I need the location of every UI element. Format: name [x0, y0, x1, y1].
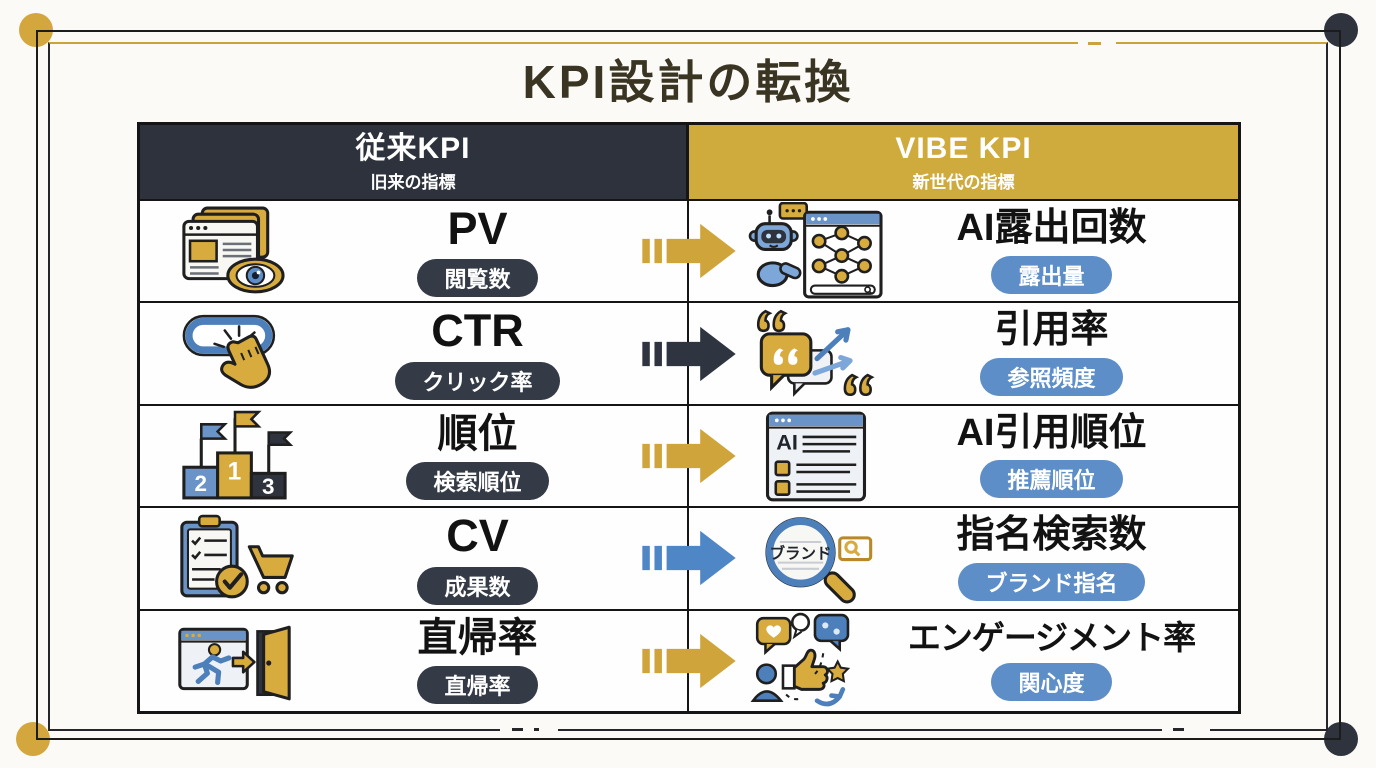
kpi-badge: 成果数	[417, 566, 538, 605]
table-row: CTR クリック率	[140, 301, 1238, 404]
robot-browser-icon	[741, 202, 891, 300]
kpi-cell-vibe: ブランド 指名検索数 ブランド指名	[689, 508, 1238, 608]
engagement-icon	[741, 612, 891, 710]
kpi-badge: 閲覧数	[417, 259, 538, 298]
header-subtitle: 旧来の指標	[370, 172, 456, 192]
kpi-badge: 直帰率	[417, 666, 538, 705]
pages-eye-icon	[160, 205, 310, 297]
transform-arrow-icon	[641, 428, 737, 484]
svg-text:ブランド: ブランド	[770, 544, 832, 563]
kpi-label: 直帰率	[417, 616, 538, 661]
kpi-label: エンゲージメント率	[907, 619, 1196, 656]
frame-line-dash	[1173, 728, 1184, 731]
table-row: CV 成果数 ブランド 指名検索数	[140, 506, 1238, 609]
kpi-cell-old: CTR クリック率	[140, 303, 689, 404]
header-subtitle: 新世代の指標	[912, 172, 1015, 192]
inner-frame-border	[48, 42, 1328, 731]
table-row: 直帰率 直帰率	[140, 608, 1238, 712]
table-row: 2 1 3 順位 検索順位 AI	[140, 403, 1238, 507]
kpi-cell-vibe: エンゲージメント率 関心度	[689, 611, 1238, 711]
kpi-label: CTR	[431, 305, 524, 357]
kpi-label: 引用率	[994, 309, 1109, 352]
podium-icon: 2 1 3	[160, 410, 310, 502]
kpi-cell-old: 直帰率 直帰率	[140, 610, 689, 712]
kpi-label: CV	[446, 510, 509, 562]
transform-arrow-icon	[641, 633, 737, 689]
brand-search-icon: ブランド	[741, 509, 891, 607]
svg-text:1: 1	[228, 459, 242, 486]
header-vibe-kpi: VIBE KPI 新世代の指標	[689, 125, 1238, 199]
kpi-label: 順位	[437, 411, 518, 456]
frame-line-dash	[512, 728, 523, 731]
kpi-cell-old: 2 1 3 順位 検索順位	[140, 405, 689, 507]
ai-list-icon: AI	[741, 407, 891, 505]
svg-text:2: 2	[195, 471, 208, 496]
kpi-badge: 露出量	[991, 255, 1112, 294]
table-row: PV 閲覧数	[140, 199, 1238, 302]
kpi-label: 指名検索数	[956, 513, 1147, 556]
exit-door-icon	[160, 615, 310, 707]
svg-text:AI: AI	[776, 429, 798, 454]
header-title: 従来KPI	[355, 131, 471, 165]
frame-line-dash	[534, 728, 539, 731]
kpi-badge: ブランド指名	[958, 562, 1145, 601]
kpi-label: AI引用順位	[956, 411, 1147, 454]
kpi-badge: 推薦順位	[980, 460, 1123, 499]
outer-frame-border	[36, 30, 1341, 740]
header-title: VIBE KPI	[895, 131, 1032, 165]
header-old-kpi: 従来KPI 旧来の指標	[140, 125, 689, 199]
click-icon	[160, 308, 310, 400]
transform-arrow-icon	[641, 326, 737, 382]
svg-text:3: 3	[262, 474, 275, 499]
table-header: 従来KPI 旧来の指標 VIBE KPI 新世代の指標	[140, 125, 1238, 199]
kpi-label: AI露出回数	[956, 206, 1147, 249]
frame-line-gap	[500, 727, 558, 733]
frame-line-dash	[1088, 42, 1101, 45]
transform-arrow-icon	[641, 223, 737, 279]
kpi-badge: クリック率	[395, 361, 560, 400]
quote-arrows-icon	[741, 305, 891, 403]
kpi-label: PV	[447, 203, 508, 255]
kpi-badge: 検索順位	[406, 461, 549, 500]
kpi-cell-vibe: 引用率 参照頻度	[689, 303, 1238, 403]
kpi-comparison-table: 従来KPI 旧来の指標 VIBE KPI 新世代の指標	[137, 122, 1241, 714]
kpi-cell-old: PV 閲覧数	[140, 201, 689, 302]
kpi-cell-old: CV 成果数	[140, 508, 689, 609]
frame-line-gap	[1162, 727, 1210, 733]
kpi-badge: 参照頻度	[980, 358, 1123, 397]
transform-arrow-icon	[641, 530, 737, 586]
clipboard-cart-icon	[160, 512, 310, 604]
page-title: KPI設計の転換	[522, 56, 854, 108]
kpi-badge: 関心度	[991, 662, 1112, 701]
kpi-cell-vibe: AI露出回数 露出量	[689, 201, 1238, 301]
kpi-cell-vibe: AI AI引用順位 推薦順位	[689, 406, 1238, 506]
